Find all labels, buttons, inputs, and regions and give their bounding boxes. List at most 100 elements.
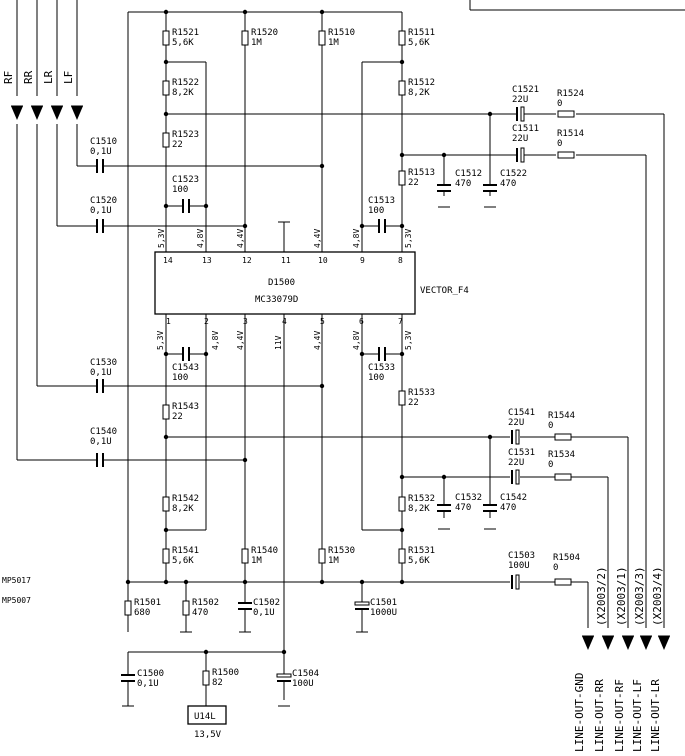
label-lf: LF (62, 71, 75, 84)
component-ref: R1542 (172, 494, 199, 504)
label-lr: LR (42, 70, 55, 84)
pin-7: 7 (398, 317, 403, 326)
component-ref: C1533 (368, 363, 395, 373)
component-ref: R1531 (408, 546, 435, 556)
component-ref: C1512 (455, 169, 482, 179)
pin-13: 13 (202, 256, 212, 265)
junction-dot (163, 203, 169, 209)
component-value: 22 (172, 412, 183, 422)
junction-dot (281, 649, 287, 655)
pin-8: 8 (398, 256, 403, 265)
component-value: 22U (508, 458, 524, 468)
junction-dot (487, 111, 493, 117)
out-name-lr: LINE-OUT-LR (649, 679, 662, 752)
junction-dot (163, 9, 169, 15)
component-value: 8,2K (172, 504, 194, 514)
grounds (122, 206, 496, 707)
pin-1: 1 (166, 317, 171, 326)
out-name-rf: LINE-OUT-RF (613, 679, 626, 752)
component-value: 1M (328, 38, 339, 48)
arrow-rf-out (622, 636, 634, 650)
out-name-rr: LINE-OUT-RR (593, 679, 606, 752)
component-value: 100 (368, 206, 384, 216)
component-value: 0,1U (137, 679, 159, 689)
component-value: 22 (408, 178, 419, 188)
component-ref: C1502 (253, 598, 280, 608)
component-value: 22 (408, 398, 419, 408)
component-ref: R1501 (134, 598, 161, 608)
pin-10: 10 (318, 256, 328, 265)
component-ref: R1502 (192, 598, 219, 608)
junction-dot (399, 474, 405, 480)
arrow-lf-out (640, 636, 652, 650)
component-value: 100 (368, 373, 384, 383)
junction-dot (163, 111, 169, 117)
junction-dots (125, 9, 493, 655)
component-ref: C1540 (90, 427, 117, 437)
label-rr: RR (22, 70, 35, 84)
junction-dot (399, 59, 405, 65)
arrow-rr (31, 106, 43, 120)
component-value: 0 (557, 99, 562, 109)
volt-9: 4,8V (352, 229, 361, 248)
arrow-rf (11, 106, 23, 120)
junction-dot (441, 474, 447, 480)
component-ref: C1523 (172, 175, 199, 185)
component-value: 100U (508, 561, 530, 571)
component-value: 0,1U (90, 368, 112, 378)
junction-dot (399, 527, 405, 533)
component-ref: R1533 (408, 388, 435, 398)
junction-dot (242, 579, 248, 585)
mp-label-1: MP5017 (2, 576, 31, 585)
out-ref-lr: (X2003/4) (651, 566, 664, 626)
component-value: 0 (557, 139, 562, 149)
component-ref: C1520 (90, 196, 117, 206)
volt-12: 4,4V (236, 229, 245, 248)
component-value: 5,6K (408, 38, 430, 48)
volt-5: 4,4V (313, 331, 322, 350)
output-names: LINE-OUT-GND LINE-OUT-RR LINE-OUT-RF LIN… (573, 673, 662, 752)
component-value: 0,1U (90, 147, 112, 157)
component-ref: R1510 (328, 28, 355, 38)
junction-dot (163, 59, 169, 65)
component-value: 22 (172, 140, 183, 150)
regulator-name: U14L (194, 712, 216, 722)
junction-dot (203, 649, 209, 655)
out-ref-lf: (X2003/3) (633, 566, 646, 626)
volt-2: 4,8V (211, 331, 220, 350)
junction-dot (399, 223, 405, 229)
junction-dot (203, 203, 209, 209)
component-ref: R1513 (408, 168, 435, 178)
component-ref: C1543 (172, 363, 199, 373)
junction-dot (242, 457, 248, 463)
volt-14: 5,3V (157, 229, 166, 248)
ic-top-pins: 14 13 12 11 10 9 8 5,3V 4,8V 4,4V 4,4V 4… (157, 229, 413, 265)
component-value: 0,1U (253, 608, 275, 618)
volt-7: 5,3V (404, 331, 413, 350)
junction-dot (359, 351, 365, 357)
junction-dot (319, 383, 325, 389)
regulator-volt: 13,5V (194, 730, 222, 740)
junction-dot (319, 579, 325, 585)
component-ref: R1512 (408, 78, 435, 88)
label-rf: RF (2, 71, 15, 84)
component-value: 5,6K (172, 556, 194, 566)
